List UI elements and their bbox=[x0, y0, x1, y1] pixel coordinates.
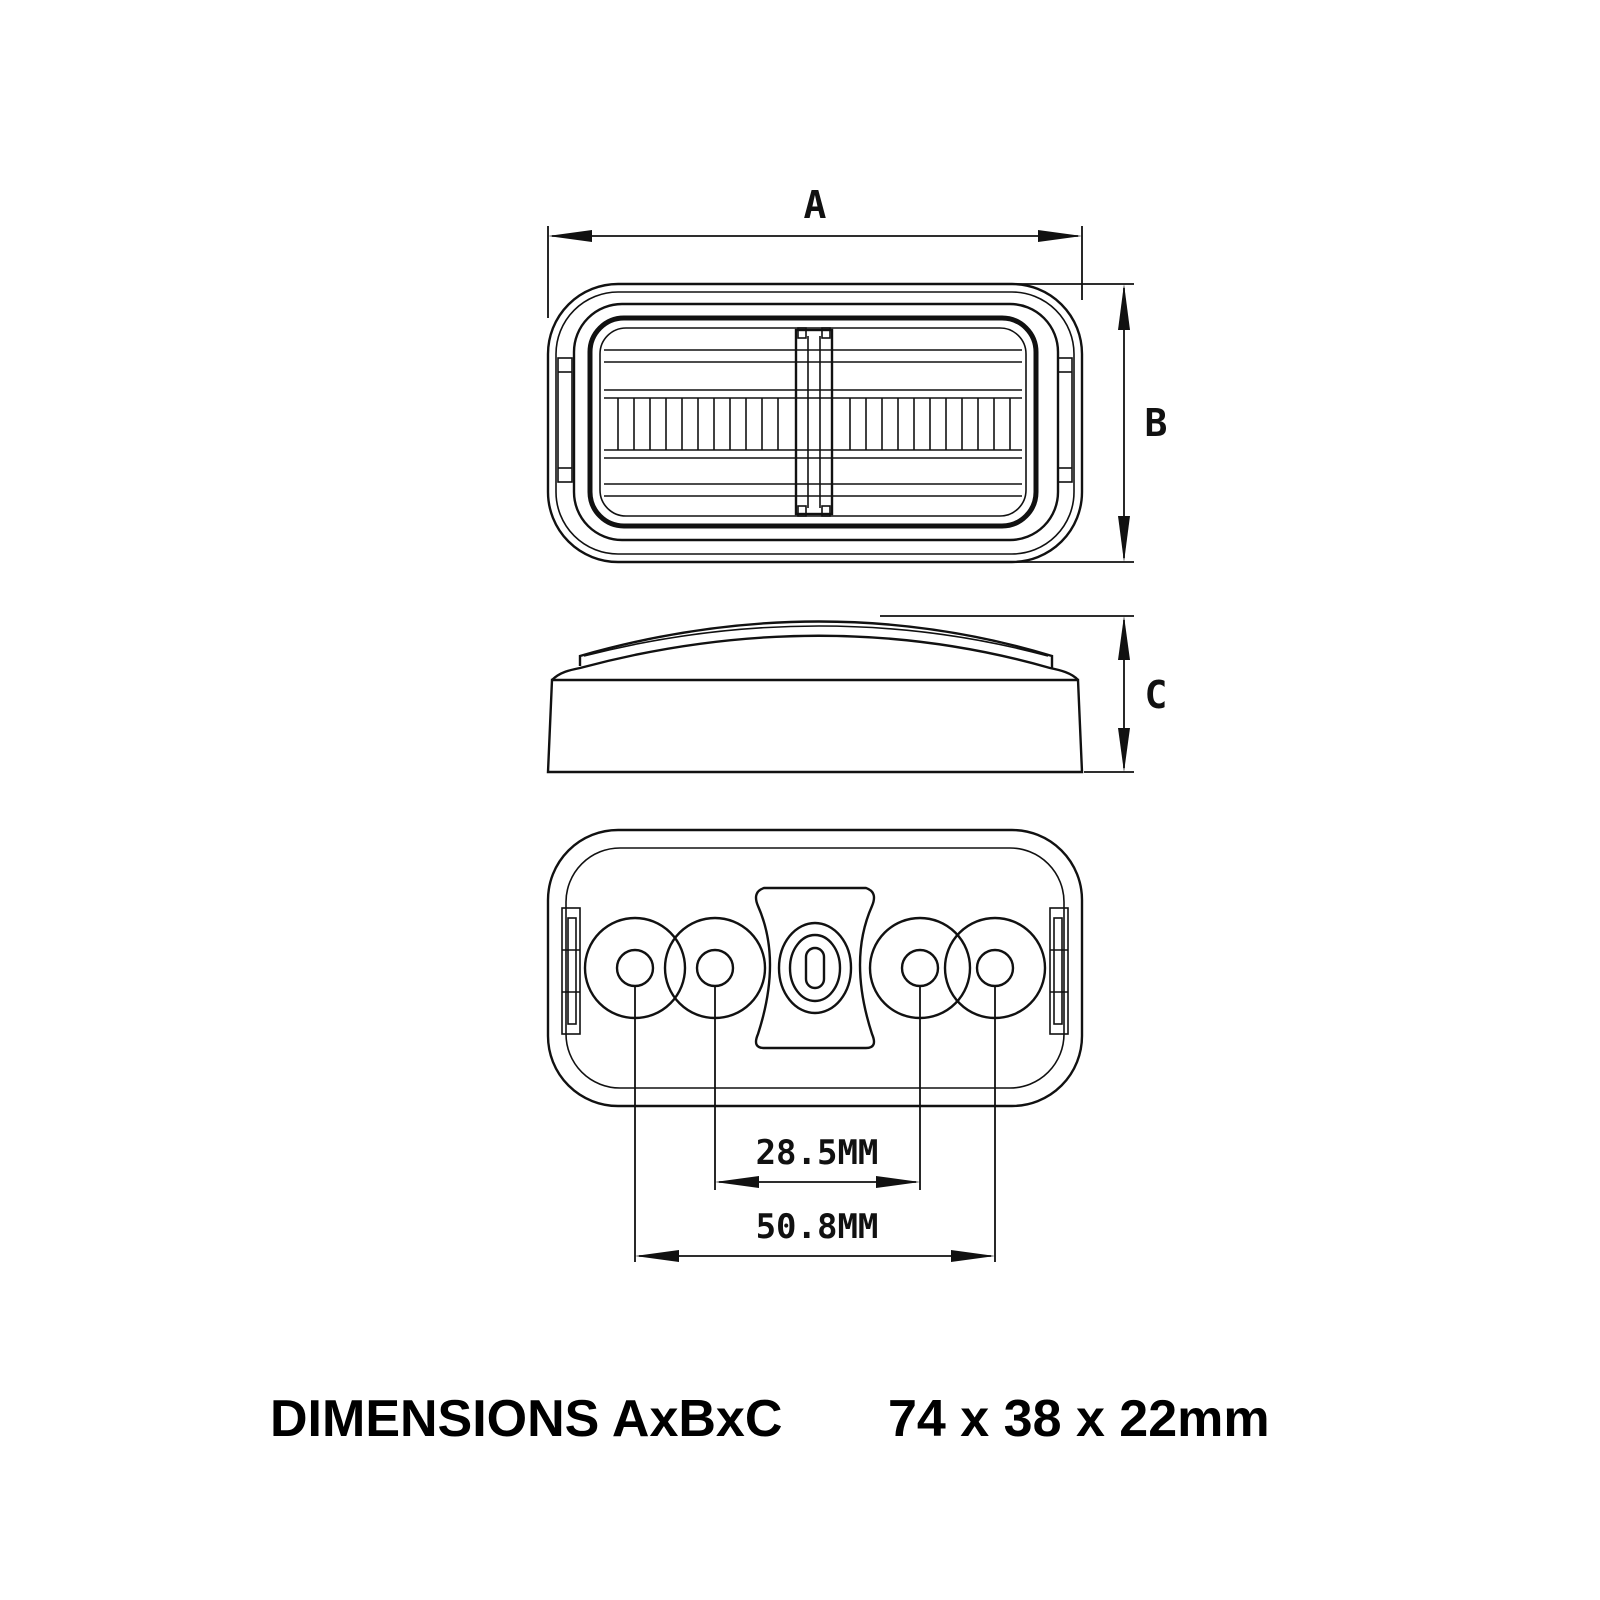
dimension-a: A bbox=[547, 183, 1083, 318]
dimension-c-label: C bbox=[1145, 673, 1168, 717]
hole-spacing-inner-label: 28.5MM bbox=[756, 1133, 879, 1173]
led-segments-left bbox=[617, 398, 779, 450]
dimension-b-label: B bbox=[1145, 401, 1168, 445]
top-view bbox=[546, 282, 1084, 564]
cable-gland bbox=[777, 921, 853, 1015]
center-boss bbox=[754, 886, 876, 1050]
mounting-hole-3 bbox=[900, 948, 940, 988]
bottom-view bbox=[546, 828, 1084, 1108]
side-view bbox=[546, 620, 1084, 774]
dimension-hole-spacing: 28.5MM 50.8MM bbox=[634, 986, 996, 1262]
mounting-hole-1 bbox=[615, 948, 655, 988]
dimension-c: C bbox=[880, 615, 1168, 773]
dimension-b: B bbox=[1010, 283, 1168, 563]
dimensions-caption: DIMENSIONS AxBxC bbox=[270, 1390, 782, 1448]
led-segments-right bbox=[849, 398, 1011, 450]
dimensions-value: 74 x 38 x 22mm bbox=[888, 1390, 1270, 1448]
mounting-hole-4 bbox=[975, 948, 1015, 988]
dimension-a-label: A bbox=[804, 183, 827, 227]
dimensions-footer: DIMENSIONS AxBxC 74 x 38 x 22mm bbox=[270, 1390, 1270, 1448]
hole-spacing-outer-label: 50.8MM bbox=[756, 1207, 879, 1247]
mounting-hole-2 bbox=[695, 948, 735, 988]
